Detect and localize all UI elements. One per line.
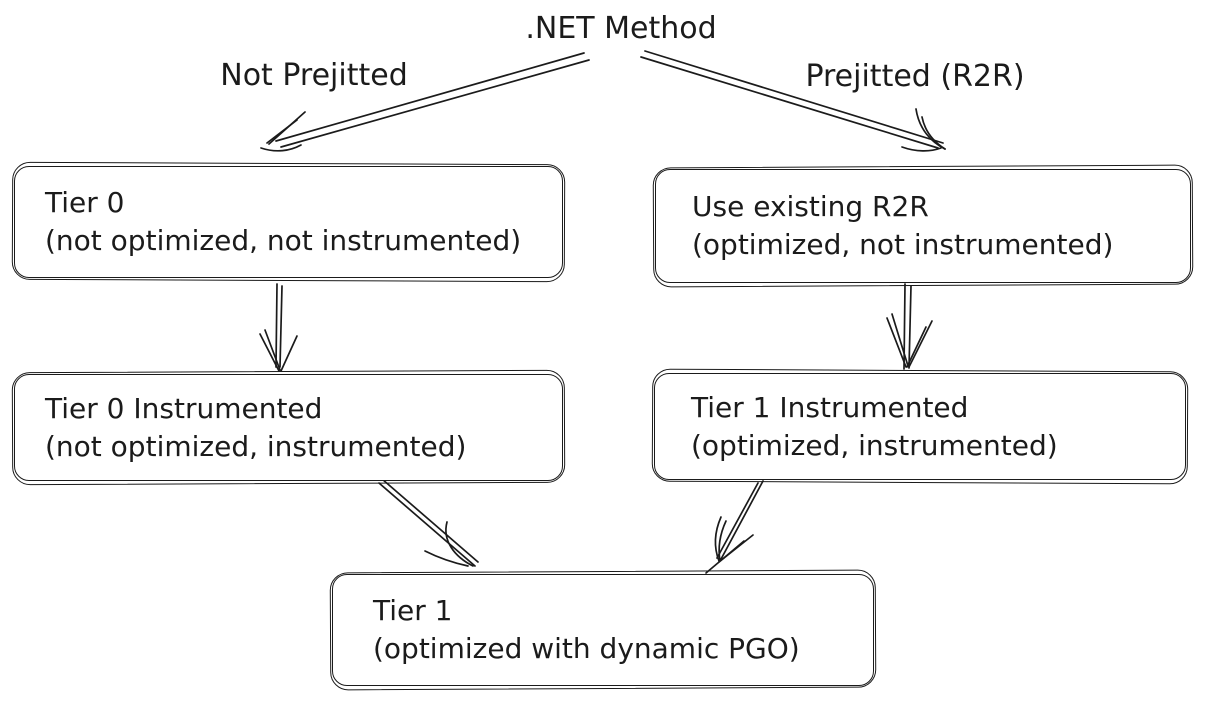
edge-label-not-prejitted: Not Prejitted bbox=[220, 58, 408, 93]
node-tier0-instrumented: Tier 0 Instrumented (not optimized, inst… bbox=[14, 374, 563, 481]
node-tier0-instrumented-subtitle: (not optimized, instrumented) bbox=[45, 429, 467, 463]
node-tier1-instrumented-subtitle: (optimized, instrumented) bbox=[691, 428, 1058, 462]
node-tier0-instrumented-title: Tier 0 Instrumented bbox=[45, 391, 323, 425]
arrow-r2r-to-tier1-instrumented bbox=[886, 283, 933, 370]
node-tier1-subtitle: (optimized with dynamic PGO) bbox=[373, 632, 800, 665]
arrow-tier0-to-tier0-instrumented bbox=[259, 283, 298, 372]
node-tier0: Tier 0 (not optimized, not instrumented) bbox=[14, 166, 563, 278]
node-tier1-instrumented-title: Tier 1 Instrumented bbox=[691, 390, 969, 424]
root-node-label: .NET Method bbox=[525, 11, 717, 46]
edge-label-prejitted-r2r: Prejitted (R2R) bbox=[805, 59, 1025, 94]
node-use-existing-r2r: Use existing R2R (optimized, not instrum… bbox=[655, 169, 1191, 283]
node-tier0-subtitle: (not optimized, not instrumented) bbox=[45, 224, 522, 257]
node-tier1: Tier 1 (optimized with dynamic PGO) bbox=[332, 574, 874, 686]
node-tier0-title: Tier 0 bbox=[45, 186, 125, 219]
node-use-existing-r2r-title: Use existing R2R bbox=[692, 190, 929, 223]
node-tier1-title: Tier 1 bbox=[373, 594, 453, 627]
arrow-tier1-instrumented-to-tier1 bbox=[705, 480, 764, 574]
node-tier1-instrumented: Tier 1 Instrumented (optimized, instrume… bbox=[654, 373, 1186, 480]
arrow-tier0-instrumented-to-tier1 bbox=[378, 478, 479, 567]
node-use-existing-r2r-subtitle: (optimized, not instrumented) bbox=[692, 228, 1114, 261]
